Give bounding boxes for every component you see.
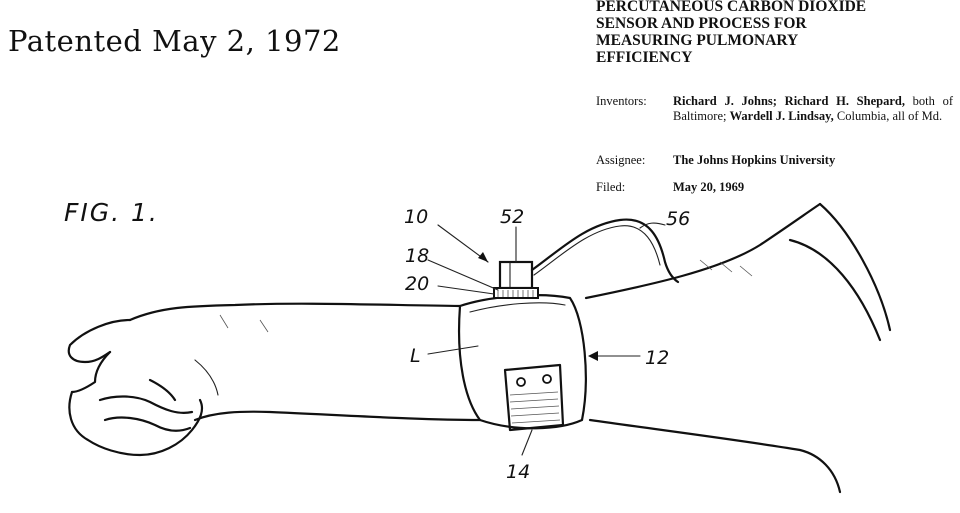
leader-10	[437, 224, 489, 263]
finger-line	[103, 416, 192, 432]
finger-line	[98, 395, 194, 414]
knuckle-line	[148, 378, 177, 402]
title-line: PERCUTANEOUS CARBON DIOXIDE	[596, 0, 867, 15]
fist-outline	[68, 390, 204, 457]
strap-14	[503, 363, 565, 432]
forearm-top-outline	[128, 302, 462, 322]
filed-date: May 20, 1969	[673, 180, 745, 194]
band-12	[457, 294, 587, 430]
arm-shading	[219, 259, 753, 333]
band-edge	[469, 302, 566, 313]
ref-numeral-14: 14	[506, 461, 530, 483]
sensor-cable-56	[530, 218, 680, 284]
sensor-housing	[498, 260, 534, 290]
sensor-cable-inner	[533, 225, 661, 276]
forearm-bottom-outline	[193, 410, 482, 422]
strap-hatching	[509, 391, 561, 424]
assignee-label: Assignee:	[596, 153, 646, 167]
under-arm-outline	[588, 418, 842, 494]
leader-12-arrow	[588, 351, 598, 361]
leader-L	[427, 345, 479, 355]
ref-numeral-20: 20	[405, 273, 429, 295]
ref-numeral-10: 10	[404, 206, 428, 228]
filed-value: May 20, 1969	[673, 180, 953, 195]
ref-numeral-12: 12	[645, 347, 669, 369]
sensor-base	[493, 287, 539, 299]
hand-outline	[67, 318, 132, 364]
wrist-crease	[194, 359, 219, 396]
leader-18	[427, 259, 499, 291]
shoulder-inner-outline	[788, 238, 882, 342]
inventors-label: Inventors:	[596, 94, 647, 108]
inventor-name: Wardell J. Lindsay,	[729, 108, 834, 123]
inventor-location: Columbia, all of Md.	[833, 108, 943, 123]
thumb-outline	[70, 350, 112, 394]
ref-numeral-52: 52	[500, 206, 524, 228]
assignee-value: The Johns Hopkins University	[673, 153, 953, 168]
leader-56	[639, 222, 666, 229]
strap-rivet	[542, 374, 552, 384]
strap-rivet	[516, 377, 526, 387]
shoulder-outline	[818, 202, 892, 332]
title-line: EFFICIENCY	[596, 49, 693, 66]
inventor-names: Richard J. Johns; Richard H. Shepard,	[673, 94, 905, 108]
leader-14	[521, 429, 533, 456]
filed-label: Filed:	[596, 180, 626, 194]
title-line: SENSOR AND PROCESS FOR	[596, 15, 807, 32]
inventors-value: Richard J. Johns; Richard H. Shepard, bo…	[673, 94, 953, 123]
ref-numeral-L: L	[410, 345, 421, 367]
assignee-name: The Johns Hopkins University	[673, 153, 836, 167]
title-line: MEASURING PULMONARY	[596, 32, 799, 49]
patent-title: PERCUTANEOUS CARBON DIOXIDE SENSOR AND P…	[596, 0, 956, 66]
ref-numeral-56: 56	[666, 208, 690, 230]
inventor-location: both of Baltimore;	[673, 94, 953, 123]
leader-10-arrow	[478, 252, 488, 262]
figure-label: FIG. 1.	[64, 198, 159, 227]
leader-20	[437, 285, 495, 295]
upper-arm-outline	[584, 202, 822, 300]
sensor-base-hatching	[497, 290, 534, 297]
ref-numeral-18: 18	[405, 245, 429, 267]
patent-date: Patented May 2, 1972	[8, 24, 341, 58]
